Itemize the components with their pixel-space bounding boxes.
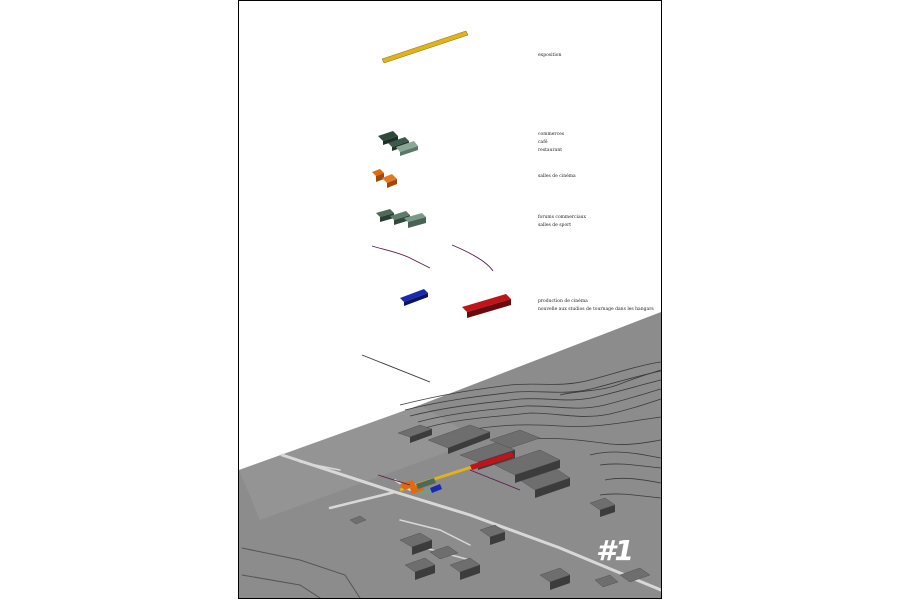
contour-lines xyxy=(399,361,661,499)
site-programme xyxy=(377,452,521,496)
commerce-blocks xyxy=(378,131,418,156)
terrain-buildings xyxy=(349,424,651,590)
label-exposition: exposition xyxy=(538,53,562,58)
path-curves xyxy=(371,244,494,272)
label-commerces: commerces xyxy=(538,132,565,137)
terrain-surface xyxy=(239,312,661,598)
exposition-bar xyxy=(381,30,469,64)
label-nouvelle: nouvelle aux studios de tournage dans le… xyxy=(538,307,654,312)
production-blue-bar xyxy=(400,289,428,306)
label-restaurant: restaurant xyxy=(538,148,563,153)
label-salles-cinema: salles de cinéma xyxy=(538,174,576,179)
label-forums: forums commerciaux xyxy=(538,215,587,220)
label-cafe: café xyxy=(538,140,548,145)
forum-sport-blocks xyxy=(376,209,426,228)
cinema-blocks xyxy=(372,169,397,188)
production-red-bar xyxy=(462,294,511,318)
label-salles-sport: salles de sport xyxy=(538,223,572,228)
label-production: production de cinéma xyxy=(538,299,588,304)
ground-line xyxy=(361,354,431,383)
poster-number-badge: #1 xyxy=(596,534,634,567)
